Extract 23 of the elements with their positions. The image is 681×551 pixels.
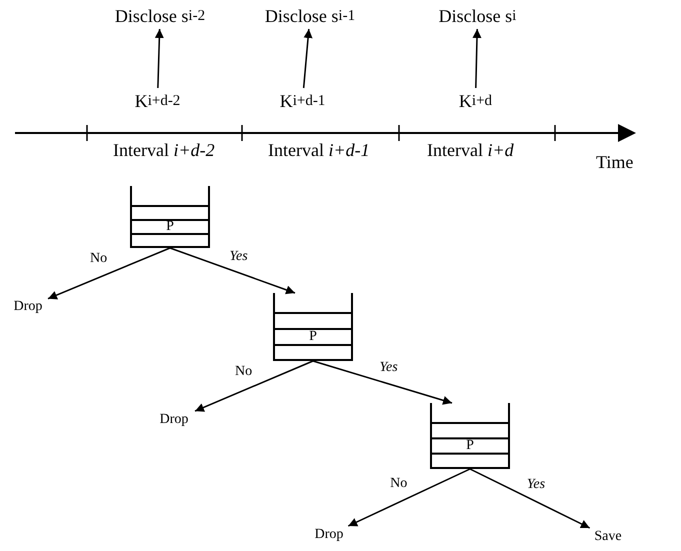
interval-label: Interval i+d [427,140,514,161]
arrow [154,28,164,88]
arrow [348,468,470,527]
arrow [48,247,170,300]
axis-label: Time [596,152,634,173]
arrow [302,28,313,88]
arrow [470,468,590,529]
queue-stack [130,186,210,248]
arrow [472,28,482,88]
arrow [194,360,314,412]
packet-label: P [466,438,474,454]
arrow [170,247,296,294]
outcome-label: Save [588,528,628,546]
outcome-label: Drop [308,526,350,544]
queue-stack [430,403,510,469]
outcome-label: Drop [153,411,195,429]
packet-label: P [309,329,317,345]
arrow [312,360,452,405]
packet-label: P [166,219,174,235]
outcome-label: Drop [8,298,48,316]
queue-stack [273,293,353,361]
interval-label: Interval i+d-1 [268,140,370,161]
interval-label: Interval i+d-2 [113,140,215,161]
